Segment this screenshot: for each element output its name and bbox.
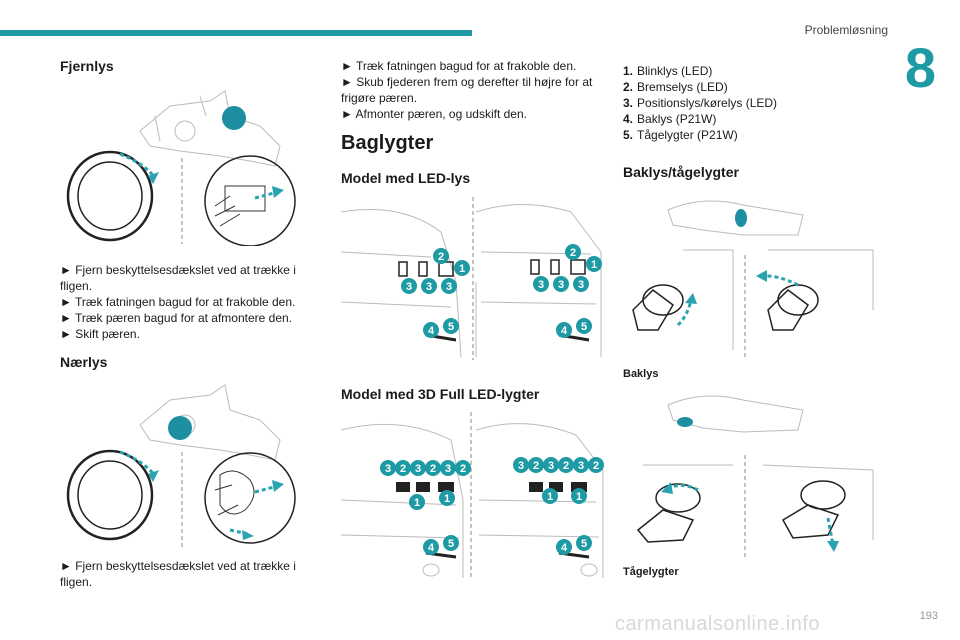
- list-item: 1.Blinklys (LED): [623, 64, 713, 78]
- callout-1: 1: [459, 263, 465, 275]
- callout-2: 2: [570, 247, 576, 259]
- callout-3: 3: [385, 463, 391, 475]
- caption-baklys: Baklys: [623, 368, 659, 380]
- list-item: 5.Tågelygter (P21W): [623, 128, 738, 142]
- figure-high-beam: [66, 90, 296, 246]
- figure-led-rear-lamps: 2 1 3 3 3 4 5 2 1 3 3 3 4 5: [341, 197, 602, 360]
- list-item: 4.Baklys (P21W): [623, 112, 717, 126]
- heading-fjernlys: Fjernlys: [60, 58, 114, 74]
- section-title: Problemløsning: [804, 23, 888, 37]
- figure-fog-lamp: [636, 395, 874, 558]
- callout-badges: 3 2 3 2 3 2 1 1 4 5 3 2 3 2 3 2 1 1 4 5: [380, 457, 604, 555]
- callout-1: 1: [576, 491, 582, 503]
- heading-naerlys: Nærlys: [60, 354, 108, 370]
- callout-4: 4: [561, 542, 568, 554]
- callout-5: 5: [581, 321, 587, 333]
- figure-low-beam: [66, 384, 296, 548]
- callout-3: 3: [426, 281, 432, 293]
- list-item: 2.Bremselys (LED): [623, 80, 728, 94]
- callout-5: 5: [448, 321, 454, 333]
- step: ► Fjern beskyttelsesdækslet ved at trækk…: [60, 559, 296, 589]
- callout-3: 3: [445, 463, 451, 475]
- callout-1: 1: [547, 491, 553, 503]
- callout-1: 1: [414, 497, 420, 509]
- step: ► Skub fjederen frem og derefter til høj…: [341, 75, 593, 105]
- callout-3: 3: [406, 281, 412, 293]
- callout-2: 2: [460, 463, 466, 475]
- callout-2: 2: [563, 460, 569, 472]
- callout-4: 4: [428, 325, 435, 337]
- heading-baglygter: Baglygter: [341, 132, 434, 154]
- callout-3: 3: [518, 460, 524, 472]
- heading-led-model: Model med LED-lys: [341, 170, 471, 186]
- callout-4: 4: [561, 325, 568, 337]
- callout-3: 3: [446, 281, 452, 293]
- callout-4: 4: [428, 542, 435, 554]
- callout-1: 1: [444, 493, 450, 505]
- highlighted-bulb-icon: [735, 209, 747, 227]
- highlighted-bulb-icon: [677, 417, 693, 427]
- callout-2: 2: [400, 463, 406, 475]
- callout-3: 3: [558, 279, 564, 291]
- callout-1: 1: [591, 259, 597, 271]
- step: ► Træk fatningen bagud for at frakoble d…: [341, 59, 577, 73]
- page-number: 193: [919, 610, 938, 622]
- callout-5: 5: [448, 538, 454, 550]
- steps-col2: ► Træk fatningen bagud for at frakoble d…: [341, 58, 601, 122]
- callout-3: 3: [548, 460, 554, 472]
- list-item: 3.Positionslys/kørelys (LED): [623, 96, 778, 110]
- highlighted-bulb-icon: [168, 416, 192, 440]
- callout-2: 2: [438, 251, 444, 263]
- callout-3: 3: [415, 463, 421, 475]
- heading-baklys-taagelygter: Baklys/tågelygter: [623, 164, 739, 180]
- heading-3d-led-model: Model med 3D Full LED-lygter: [341, 386, 540, 402]
- header-accent-bar: [0, 30, 472, 36]
- highlighted-bulb-icon: [222, 106, 246, 130]
- figure-reversing-lamp: [632, 200, 874, 360]
- step: ► Fjern beskyttelsesdækslet ved at trækk…: [60, 263, 296, 293]
- figure-3d-led-rear-lamps: 3 2 3 2 3 2 1 1 4 5 3 2 3 2 3 2 1 1 4 5: [341, 412, 604, 580]
- callout-2: 2: [430, 463, 436, 475]
- lamp-legend-list: 1.Blinklys (LED) 2.Bremselys (LED) 3.Pos…: [623, 63, 883, 143]
- step: ► Skift pæren.: [60, 327, 140, 341]
- callout-badges: 2 1 3 3 3 4 5 2 1 3 3 3 4 5: [401, 244, 602, 338]
- callout-2: 2: [593, 460, 599, 472]
- callout-2: 2: [533, 460, 539, 472]
- callout-3: 3: [578, 279, 584, 291]
- chapter-number: 8: [904, 36, 936, 99]
- watermark: carmanualsonline.info: [614, 613, 820, 635]
- steps-naerlys: ► Fjern beskyttelsesdækslet ved at trækk…: [60, 558, 305, 590]
- callout-5: 5: [581, 538, 587, 550]
- step: ► Afmonter pæren, og udskift den.: [341, 107, 527, 121]
- steps-fjernlys: ► Fjern beskyttelsesdækslet ved at trækk…: [60, 262, 305, 342]
- callout-3: 3: [538, 279, 544, 291]
- caption-taagelygter: Tågelygter: [623, 566, 679, 578]
- callout-3: 3: [578, 460, 584, 472]
- step: ► Træk pæren bagud for at afmontere den.: [60, 311, 293, 325]
- step: ► Træk fatningen bagud for at frakoble d…: [60, 295, 296, 309]
